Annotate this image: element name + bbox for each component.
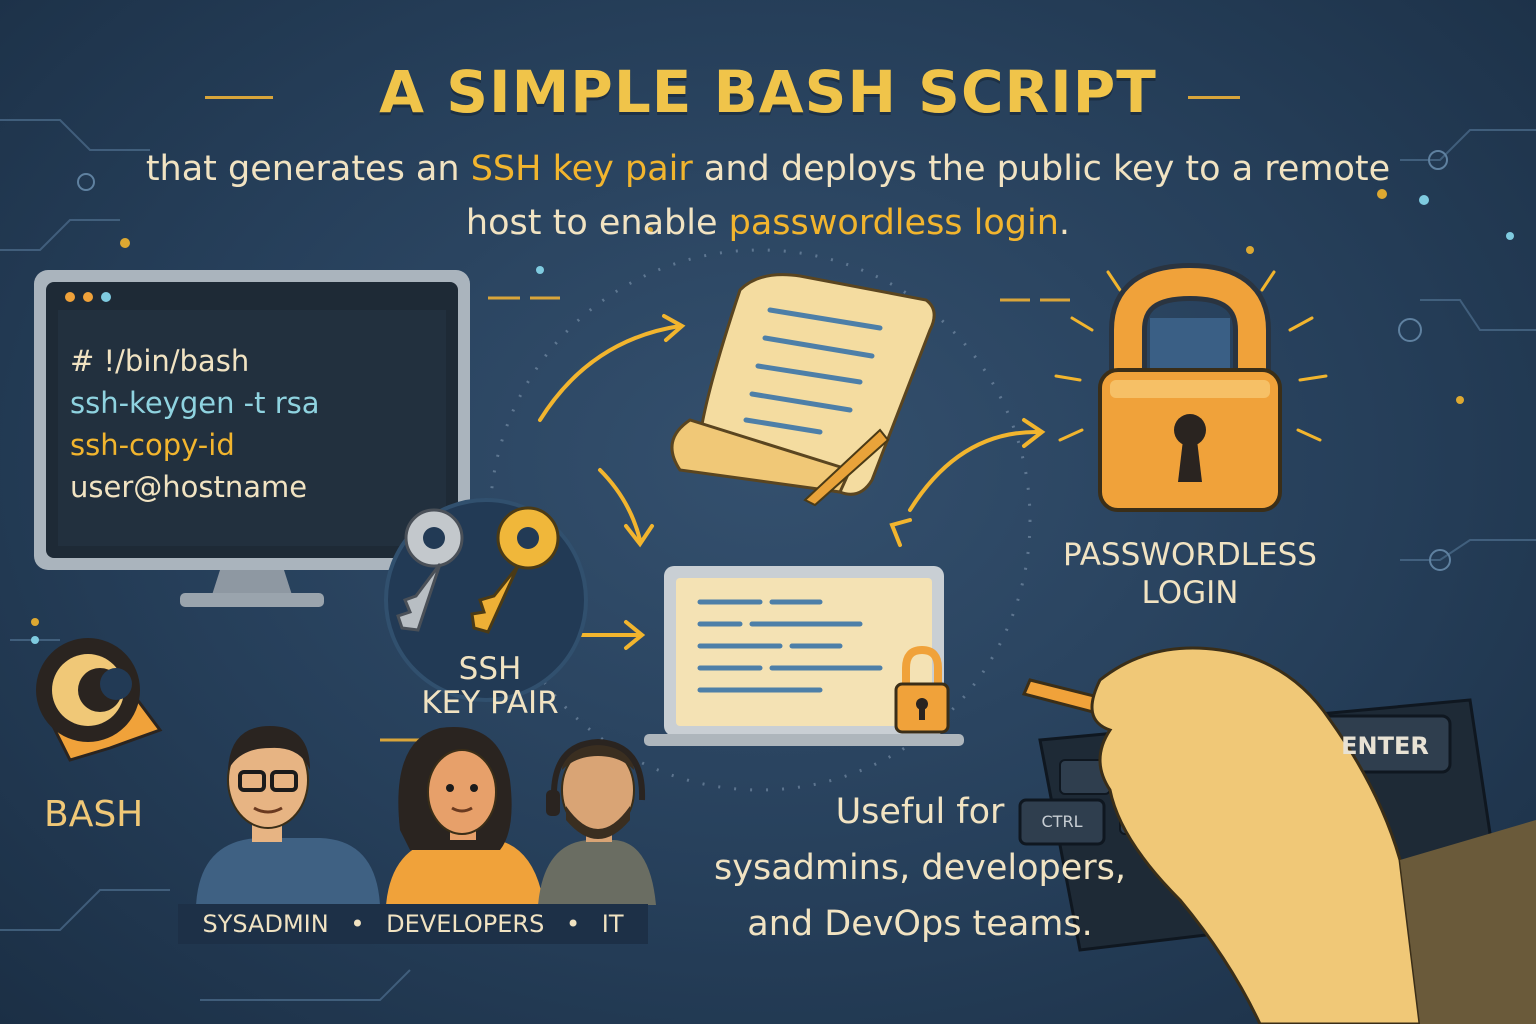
subtitle-text-3: . (1058, 203, 1071, 243)
subtitle-text-1: that generates an (145, 149, 471, 189)
subtitle-highlight-passwordless: passwordless login (728, 203, 1059, 243)
key-pair-label-line2: KEY PAIR (421, 685, 559, 721)
hand-pen-icon (1021, 646, 1536, 1024)
terminal-code: # !/bin/bash ssh-keygen -t rsa ssh-copy-… (70, 340, 450, 508)
enter-key-label: ENTER (1341, 732, 1429, 760)
title-rule-right (1188, 96, 1240, 99)
title-rule-left (205, 96, 273, 99)
circuit-traces (0, 119, 1536, 1001)
laptop-icon (644, 566, 964, 746)
people-separator: • (565, 910, 581, 938)
audience-line-2: sysadmins, developers, (714, 848, 1126, 888)
bash-logo-icon (36, 638, 163, 762)
terminal-line-keygen: ssh-keygen -t rsa (70, 386, 320, 420)
keys-icon (384, 498, 588, 702)
bash-label: BASH (44, 794, 144, 835)
dash-decor (380, 296, 1070, 742)
padlock-icon (1054, 262, 1328, 512)
scroll-icon (670, 273, 936, 507)
people-labels: SYSADMIN • DEVELOPERS • IT (178, 904, 648, 944)
ctrl-key-label: CTRL (1041, 812, 1083, 831)
passwordless-label-line2: LOGIN (1141, 575, 1239, 611)
person-icon (196, 726, 380, 905)
people-label-developers: DEVELOPERS (386, 910, 545, 938)
person-icon (386, 727, 544, 905)
monitor-icon (34, 270, 470, 607)
terminal-line-copy-id: ssh-copy-id (70, 428, 235, 462)
subtitle-highlight-ssh: SSH key pair (470, 149, 693, 189)
teal-dots (31, 195, 1514, 644)
terminal-line-host: user@hostname (70, 470, 308, 504)
people-label-sysadmin: SYSADMIN (202, 910, 329, 938)
passwordless-label: PASSWORDLESS LOGIN (1040, 536, 1340, 612)
page-title: A SIMPLE BASH SCRIPT (379, 58, 1157, 126)
key-pair-label-line1: SSH (458, 651, 522, 687)
person-icon (538, 738, 656, 905)
subtitle: that generates an SSH key pair and deplo… (120, 142, 1416, 250)
passwordless-label-line1: PASSWORDLESS (1063, 537, 1317, 573)
audience-line-3: and DevOps teams. (747, 904, 1093, 944)
audience-text: Useful for sysadmins, developers, and De… (690, 784, 1150, 952)
accent-dots (31, 189, 1464, 626)
audience-line-1: Useful for (835, 792, 1005, 832)
terminal-line-shebang: # !/bin/bash (70, 344, 250, 378)
small-lock-icon (894, 645, 950, 734)
flow-arrows (538, 314, 1046, 650)
people-separator: • (350, 910, 365, 938)
subtitle-text-2: and deploys the public key to a remote h… (465, 149, 1391, 243)
flow-circle (488, 248, 1032, 792)
people-label-it: IT (601, 910, 624, 938)
key-pair-label: SSH KEY PAIR (394, 652, 586, 720)
